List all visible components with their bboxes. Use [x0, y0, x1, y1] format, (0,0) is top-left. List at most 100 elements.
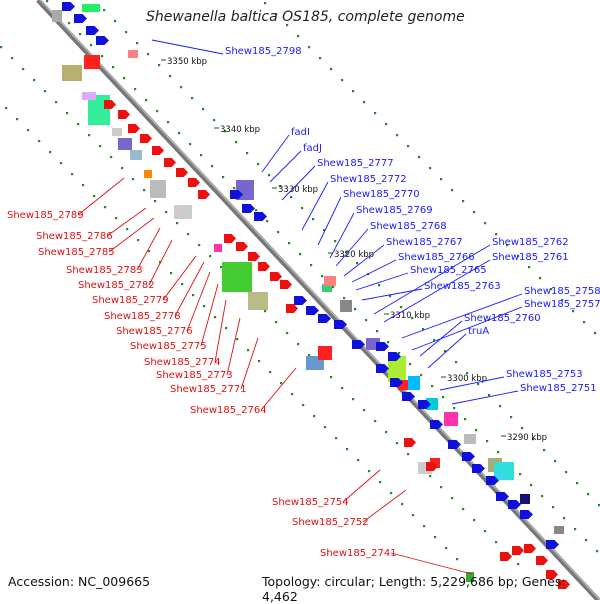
- track-dot: [159, 261, 162, 264]
- track-dot: [156, 110, 159, 113]
- track-dot: [488, 394, 491, 397]
- track-dots: [0, 0, 600, 566]
- track-dot: [214, 316, 217, 319]
- track-dot: [519, 473, 522, 476]
- gene-box: [426, 398, 438, 410]
- gene-arrow: [404, 438, 416, 447]
- track-dot: [343, 297, 346, 300]
- track-dot: [264, 2, 267, 5]
- kbp-tick-label: 3330 kbp: [278, 185, 318, 195]
- track-dot: [27, 129, 30, 132]
- track-dot: [308, 354, 311, 357]
- gene-arrow: [426, 462, 438, 471]
- gene-box: [466, 572, 474, 582]
- track-dot: [583, 321, 586, 324]
- track-dot: [49, 151, 52, 154]
- gene-arrow: [248, 252, 260, 261]
- track-dot: [456, 558, 459, 561]
- gene-arrow: [500, 552, 512, 561]
- gene-arrow: [164, 158, 176, 167]
- track-dot: [484, 530, 487, 533]
- track-dot: [134, 88, 137, 91]
- track-dot: [596, 550, 599, 553]
- gene-arrow: [230, 190, 243, 199]
- track-dot: [444, 350, 447, 353]
- gene-box: [84, 55, 100, 69]
- track-dot: [115, 217, 118, 220]
- left-leader-line: [362, 489, 407, 523]
- track-dot: [235, 141, 238, 144]
- gene-arrow: [254, 212, 267, 221]
- track-dot: [574, 528, 577, 531]
- right-gene-label: Shew185_2761: [492, 252, 569, 263]
- track-dot: [352, 90, 355, 93]
- gene-arrow: [558, 580, 570, 589]
- track-dot: [202, 108, 205, 111]
- gene-arrow: [536, 556, 548, 565]
- right-gene-label: Shew185_2760: [464, 313, 541, 324]
- track-dot: [473, 519, 476, 522]
- track-dot: [147, 53, 150, 56]
- track-dot: [209, 255, 212, 258]
- track-dot: [541, 495, 544, 498]
- track-dot: [137, 239, 140, 242]
- gene-box: [388, 356, 406, 382]
- track-dot: [341, 79, 344, 82]
- right-leader-line: [351, 259, 397, 283]
- track-dot: [313, 415, 316, 418]
- right-gene-label: truA: [468, 326, 489, 337]
- track-dot: [389, 295, 392, 298]
- left-leader-line: [186, 271, 211, 332]
- track-dot: [451, 497, 454, 500]
- kbp-tick-label: 3340 kbp: [220, 125, 260, 135]
- track-dot: [363, 409, 366, 412]
- track-dot: [246, 152, 249, 155]
- left-gene-label: Shew185_2779: [92, 295, 169, 306]
- left-leader-line: [226, 317, 241, 376]
- right-gene-label: Shew185_2769: [356, 205, 433, 216]
- track-dot: [539, 277, 542, 280]
- left-gene-label: Shew185_2776: [116, 326, 193, 337]
- track-dot: [110, 156, 113, 159]
- gene-arrow: [242, 204, 255, 213]
- track-dot: [297, 343, 300, 346]
- track-dot: [324, 426, 327, 429]
- track-dot: [464, 418, 467, 421]
- track-dot: [180, 86, 183, 89]
- left-leader-line: [106, 207, 147, 237]
- genome-backbone: [36, 0, 600, 600]
- track-dot: [466, 372, 469, 375]
- right-gene-label: Shew185_2753: [506, 369, 583, 380]
- gene-arrow: [286, 304, 298, 313]
- track-dot: [189, 143, 192, 146]
- track-dot: [341, 387, 344, 390]
- track-dot: [532, 438, 535, 441]
- track-dot: [279, 185, 282, 188]
- left-leader-line: [214, 299, 227, 363]
- track-dot: [374, 420, 377, 423]
- gene-arrow: [236, 242, 248, 251]
- left-leader-line: [342, 469, 381, 503]
- left-gene-label: Shew185_2789: [7, 210, 84, 221]
- right-leader-line: [383, 259, 491, 323]
- track-dot: [411, 317, 414, 320]
- left-leader-line: [200, 283, 219, 347]
- left-leader-line: [77, 177, 125, 216]
- track-dot: [286, 332, 289, 335]
- gene-arrow: [462, 452, 475, 461]
- gene-arrow: [546, 570, 558, 579]
- left-gene-labels: Shew185_2789Shew185_2786Shew185_2785Shew…: [7, 177, 473, 575]
- gene-arrow: [224, 234, 236, 243]
- right-gene-label: fadJ: [303, 143, 322, 154]
- track-dot: [365, 319, 368, 322]
- gene-arrow: [86, 26, 99, 35]
- track-dot: [22, 68, 25, 71]
- gene-box: [112, 128, 122, 136]
- track-dot: [233, 187, 236, 190]
- left-gene-label: Shew185_2782: [78, 280, 155, 291]
- gene-arrow: [418, 400, 431, 409]
- right-gene-label: Shew185_2767: [386, 237, 463, 248]
- gene-arrow: [334, 320, 347, 329]
- gene-arrow: [140, 134, 152, 143]
- track-dot: [401, 503, 404, 506]
